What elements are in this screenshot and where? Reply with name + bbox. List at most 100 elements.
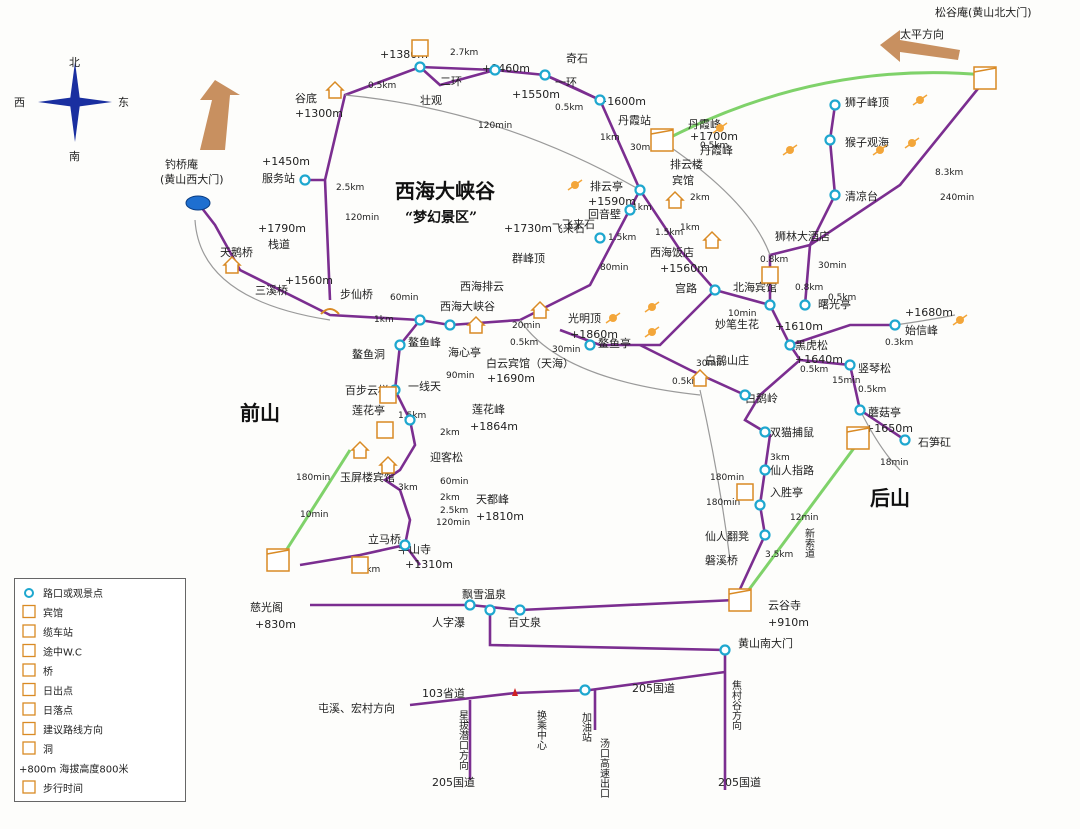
legend-icon — [22, 721, 36, 736]
distance-label: 180min — [706, 498, 740, 508]
place-shijiangang: 石笋矼 — [918, 435, 951, 449]
distance-label: 2.7km — [450, 48, 478, 58]
place-shuqinsong: 竖琴松 — [858, 361, 891, 375]
distance-label: 1.5km — [655, 228, 683, 238]
node-marker — [824, 134, 836, 146]
place-tiandufeng: 天都峰 — [476, 493, 509, 506]
node-marker — [799, 299, 811, 311]
distance-label: 2km — [440, 428, 460, 438]
place-shiziguanhai: 猴子观海 — [845, 135, 889, 149]
west-gate-icon — [185, 195, 211, 211]
place-zhandao: 栈道 — [268, 237, 290, 251]
place-renzipu: 人字瀑 — [432, 615, 465, 629]
star-icon — [512, 688, 518, 696]
distance-label: 30min — [818, 261, 846, 271]
place-tunxi: 屯溪、宏村方向 — [318, 701, 395, 715]
place-shixinfeng: 始信峰 — [905, 323, 938, 337]
legend-label: 建议路线方向 — [43, 724, 103, 737]
cable-lines — [278, 71, 986, 596]
facility-markers — [222, 39, 997, 696]
distance-label: 2.5km — [336, 183, 364, 193]
node-markers — [299, 61, 911, 696]
place-paiyunding: 群峰顶 — [512, 251, 545, 265]
place-labels: +1380m+1460m二环一环奇石壮观+1550m+1600m丹霞站谷底+13… — [220, 48, 953, 798]
distance-label: 3km — [398, 483, 418, 493]
place-fuwuzhan: 服务站 — [262, 171, 295, 185]
node-marker — [484, 604, 496, 616]
node-marker — [759, 426, 771, 438]
legend-label: 步行时间 — [43, 782, 83, 795]
place-sanxiqiao: 三溪桥 — [255, 284, 288, 297]
place-shizifeng: 狮子峰顶 — [845, 96, 889, 109]
node-marker — [579, 684, 591, 696]
wc-icon — [351, 556, 369, 574]
place-p1680: +1680m — [905, 306, 953, 319]
distance-label: 60min — [390, 293, 418, 303]
node-marker — [709, 284, 721, 296]
cable-car-icon — [728, 588, 752, 612]
distance-label: 1km — [632, 203, 652, 213]
wc-icon — [761, 266, 779, 284]
node-marker — [539, 69, 551, 81]
place-shuguangting: 曙光亭 — [818, 297, 851, 311]
legend-label: 缆车站 — [43, 626, 73, 639]
hotel-icon — [466, 315, 486, 334]
place-baiyun: 白云宾馆（天海） — [486, 356, 574, 370]
node-marker — [514, 604, 526, 616]
legend-icon — [22, 643, 36, 658]
node-marker — [404, 414, 416, 426]
distance-label: 240min — [940, 193, 974, 203]
node-marker — [634, 184, 646, 196]
place-pidengfeng: 飞来石 — [562, 218, 595, 231]
place-tangkou: 汤口高速出口 — [598, 737, 610, 798]
distance-label: 0.5km — [858, 385, 886, 395]
legend-icon — [22, 682, 36, 697]
place-danxiacliff: 丹霞峰 — [688, 118, 721, 131]
hotel-icon — [530, 300, 550, 319]
place-xihaifandian: 西海饭店 — [650, 245, 694, 259]
legend-label: 日落点 — [43, 705, 73, 717]
place-p1864: +1864m — [470, 420, 518, 433]
place-p910: +910m — [768, 616, 809, 629]
place-miaobisheng: 妙笔生花 — [715, 317, 759, 331]
sun-ray-icon — [605, 312, 621, 324]
place-aoyufeng: 鳌鱼峰 — [408, 335, 441, 349]
legend-symbol-icon — [22, 682, 36, 697]
distance-label: 0.3km — [885, 338, 913, 348]
place-panxiqiao: 磐溪桥 — [705, 553, 738, 567]
place-p1810: +1810m — [476, 510, 524, 523]
place-p830: +830m — [255, 618, 296, 631]
place-danxiafeng: 丹霞峰 — [700, 144, 733, 157]
legend-label: 日出点 — [43, 685, 73, 698]
direction-arrow-west — [200, 80, 240, 150]
sun-ray-icon — [782, 144, 798, 156]
node-marker — [464, 599, 476, 611]
west-gate-label: 钓桥庵 — [165, 157, 198, 171]
place-p1450: +1450m — [262, 155, 310, 168]
node-marker — [889, 319, 901, 331]
distance-label: 1km — [600, 133, 620, 143]
node-marker — [414, 61, 426, 73]
place-binguan: 宾馆 — [672, 173, 694, 187]
place-baie: 白鹅岭 — [745, 391, 778, 405]
wc-icon — [379, 386, 397, 404]
place-yihuan: 一环 — [555, 76, 577, 89]
place-limaqiao: 立马桥 — [368, 532, 401, 546]
distance-label: 120min — [478, 121, 512, 131]
place-huancheng: 换乘中心 — [535, 709, 547, 750]
hotel-icon — [665, 190, 685, 209]
node-marker — [719, 644, 731, 656]
wc-icon — [376, 421, 394, 439]
place-xinsuodao: 新索道 — [803, 527, 815, 558]
distance-label: 0.8km — [760, 255, 788, 265]
place-yixiantian: 一线天 — [408, 379, 441, 393]
distance-label: 0.5km — [800, 365, 828, 375]
place-paiyunlou: 排云楼 — [670, 157, 703, 171]
distance-label: 2.5km — [440, 506, 468, 516]
node-marker — [414, 314, 426, 326]
place-p1610: +1610m — [775, 320, 823, 333]
sun-ray-icon — [644, 326, 660, 338]
